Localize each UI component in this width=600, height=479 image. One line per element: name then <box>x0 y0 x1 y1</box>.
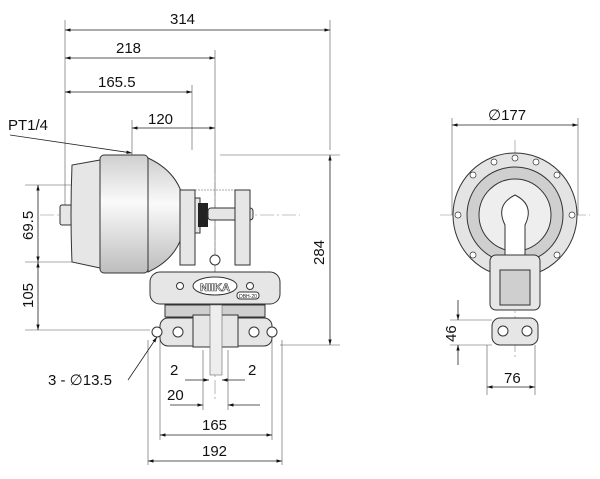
dim-76: 76 <box>504 370 521 387</box>
holes-label: 3 - ∅13.5 <box>48 372 112 389</box>
dim-69-5: 69.5 <box>20 211 37 240</box>
front-view-dimensions: ∅177 46 76 <box>443 107 578 389</box>
dim-165: 165 <box>202 417 227 434</box>
dim-gap-right: 2 <box>248 362 256 379</box>
dim-105: 105 <box>20 283 37 308</box>
brand-logo: NIIKA <box>200 282 230 294</box>
model-badge: DBH-20 <box>239 294 257 300</box>
dim-218: 218 <box>116 40 141 57</box>
brake-front-view <box>440 118 590 395</box>
dim-192: 192 <box>202 443 227 460</box>
dim-20: 20 <box>167 387 184 404</box>
dim-284: 284 <box>311 240 328 265</box>
extension-lines <box>25 20 340 465</box>
dim-120: 120 <box>148 111 173 128</box>
dim-diameter-177: ∅177 <box>488 107 526 124</box>
dim-gap-left: 2 <box>170 362 178 379</box>
dim-165-5: 165.5 <box>98 74 136 91</box>
dim-46: 46 <box>443 325 460 342</box>
dim-314: 314 <box>170 11 195 28</box>
brake-side-view: NIIKA <box>59 154 281 376</box>
port-label: PT1/4 <box>8 117 48 134</box>
side-view-dimensions: 314 218 165.5 120 PT1/4 69.5 105 284 3 -… <box>8 11 332 463</box>
